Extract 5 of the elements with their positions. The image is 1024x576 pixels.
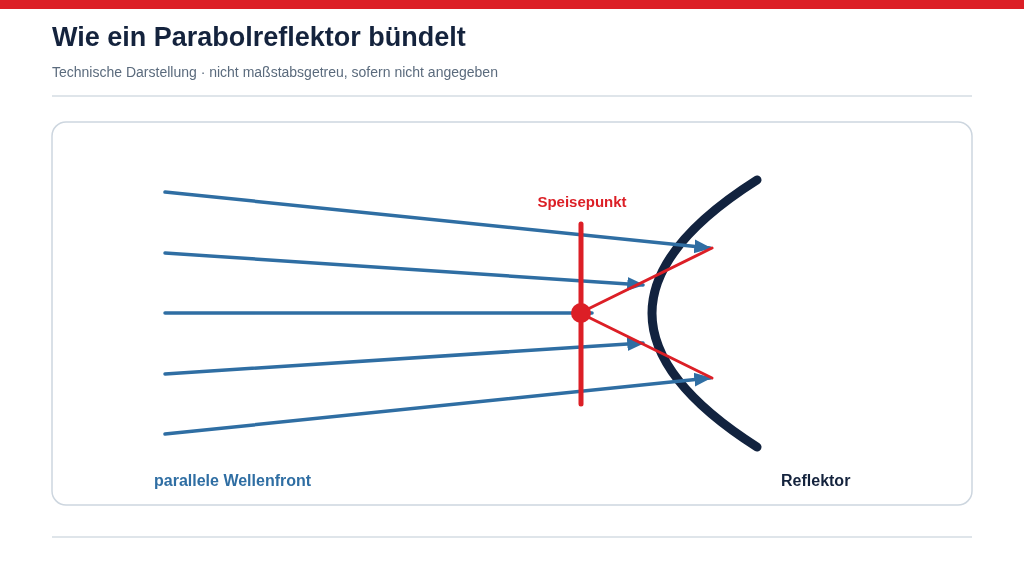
title: Wie ein Parabolreflektor bündelt <box>52 22 466 53</box>
reflector-label: Reflektor <box>781 472 851 490</box>
wavefront-label: parallele Wellenfront <box>154 472 312 490</box>
subtitle: Technische Darstellung · nicht maßstabsgetreu, sofern nicht angegeben <box>52 64 498 80</box>
feed-point-label: Speisepunkt <box>537 193 627 210</box>
